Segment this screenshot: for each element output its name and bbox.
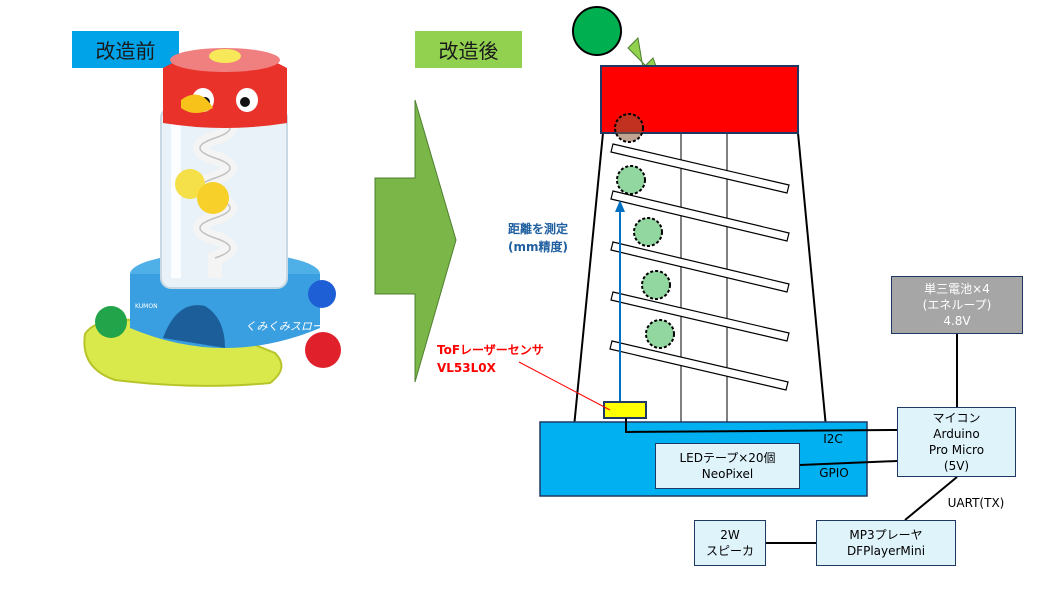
ball-position [642,271,670,299]
mcu-model: Pro Micro [929,442,984,458]
battery-name: 単三電池×4 [924,281,990,297]
gpio-label: GPIO [814,465,854,481]
mp3-player-name: MP3プレーヤ [849,527,922,543]
green-ball [573,7,621,55]
speaker-box: 2W スピーカ [694,520,766,566]
mp3-player-model: DFPlayerMini [847,543,925,559]
i2c-label: I2C [818,431,848,447]
ball-position [615,114,643,142]
slope [611,242,789,292]
tof-label: ToFレーザーセンサ [437,340,577,358]
speaker-power: 2W [720,527,740,543]
tof-model-label: VL53L0X [437,359,577,377]
slope [611,292,789,341]
battery-voltage: 4.8V [943,313,970,329]
mcu-board: Arduino [933,426,979,442]
ball-position [634,218,662,246]
battery-type: (エネループ) [923,297,992,313]
ball-position [646,320,674,348]
slope [610,341,788,390]
tof-sensor [604,402,646,418]
mcu-box: マイコン Arduino Pro Micro (5V) [897,407,1016,477]
speaker-name: スピーカ [706,543,754,559]
mcu-name: マイコン [932,410,980,426]
uart-label: UART(TX) [940,494,1012,512]
mcu-voltage: (5V) [944,458,969,474]
ball-position [617,166,645,194]
mp3-player-box: MP3プレーヤ DFPlayerMini [816,520,956,566]
led-tape-box: LEDテープ×20個 NeoPixel [655,443,800,489]
battery-box: 単三電池×4 (エネループ) 4.8V [891,276,1023,334]
distance-precision-label: (mm精度) [508,238,598,254]
led-tape-type: NeoPixel [702,466,753,482]
led-tape-name: LEDテープ×20個 [679,450,775,466]
distance-label: 距離を測定 [508,220,598,236]
